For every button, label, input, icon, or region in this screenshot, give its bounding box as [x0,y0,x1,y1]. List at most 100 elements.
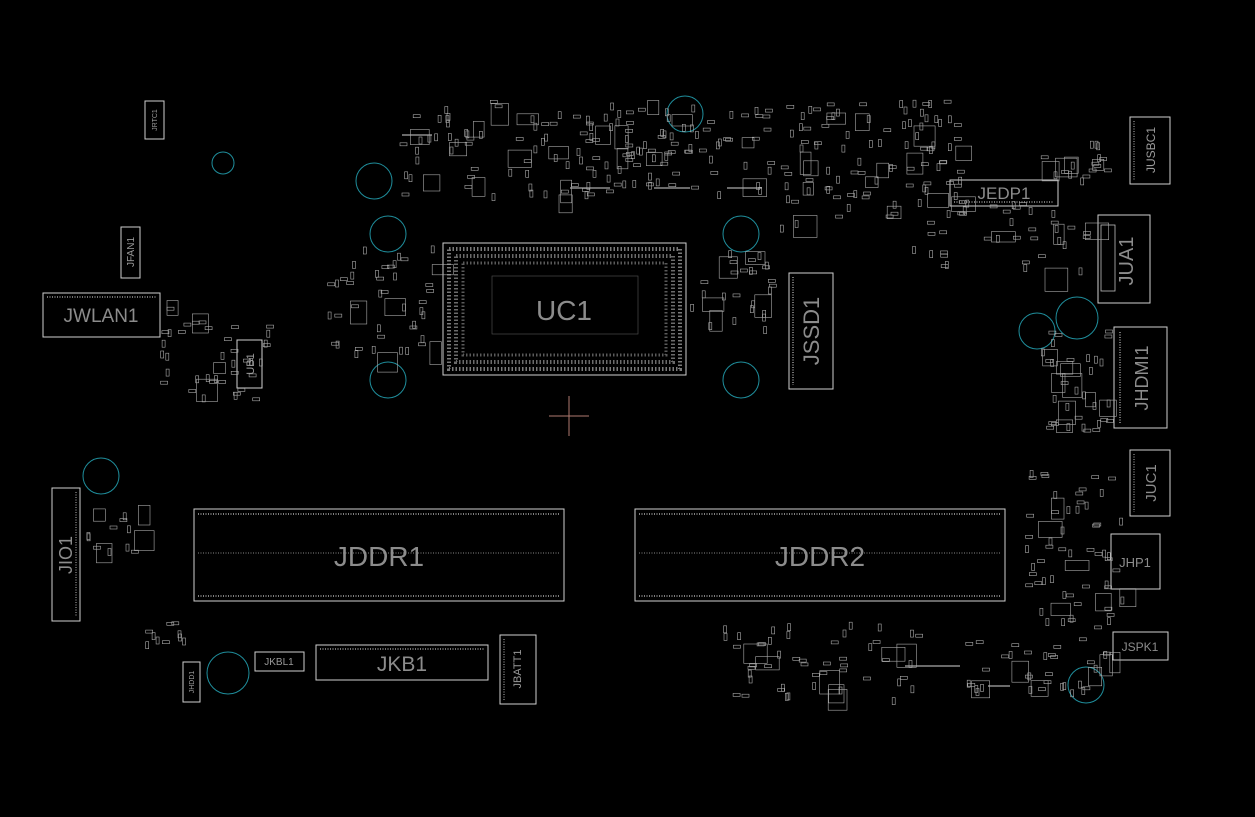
component-jrtc1[interactable]: JRTC1 [144,100,165,140]
smd-part [1043,680,1052,685]
smd-part [850,170,859,175]
smd-part [508,168,513,177]
smd-part [812,682,816,690]
component-jkb1[interactable]: JKB1 [315,644,489,681]
smd-part [1087,660,1095,665]
component-jspk1[interactable]: JSPK1 [1112,631,1169,661]
smd-part [1099,358,1104,367]
smd-part [995,235,1000,243]
smd-part [1099,399,1117,417]
jua1-label: JUA1 [1116,237,1138,286]
smd-part [1086,547,1095,552]
component-jssd1[interactable]: JSSD1 [788,272,834,390]
smd-part [956,169,965,174]
smd-part [1076,500,1085,505]
smd-part [434,133,438,142]
component-jhdmi1[interactable]: JHDMI1 [1113,326,1168,429]
component-jedp1[interactable]: JEDP1 [949,179,1059,207]
smd-part [664,153,669,161]
smd-part [749,663,757,668]
smd-part [1064,560,1090,571]
smd-part [669,132,674,141]
smd-part [1028,207,1033,215]
smd-part [155,636,160,645]
smd-part [695,131,699,139]
smd-part [1034,581,1043,586]
smd-part [924,114,929,123]
smd-part [813,107,821,112]
smd-part [840,663,849,668]
smd-part [565,161,570,169]
component-jio1[interactable]: JIO1 [51,487,81,622]
smd-part [863,191,871,196]
smd-part [768,286,772,295]
smd-part [96,543,113,564]
smd-part [1075,491,1084,496]
component-jwlan1[interactable]: JWLAN1 [42,292,161,338]
smd-part [975,688,980,696]
smd-part [902,121,906,129]
smd-part [248,373,257,378]
smd-part [954,183,962,188]
smd-part [882,658,890,662]
smd-part [625,158,634,162]
smd-part [1056,361,1074,375]
component-jua1[interactable]: JUA1 [1097,214,1151,304]
component-ub1[interactable]: UB1 [236,339,263,389]
component-jhp1[interactable]: JHP1 [1110,533,1161,590]
small-parts [86,99,1137,711]
component-jusbc1[interactable]: JUSBC1 [1129,116,1171,185]
smd-part [1103,651,1111,656]
smd-part [541,122,550,126]
smd-part [1070,689,1074,698]
smd-part [266,329,271,338]
smd-part [800,140,809,144]
smd-part [161,330,170,335]
smd-part [905,183,914,188]
smd-part [213,362,226,374]
jrtc1-label: JRTC1 [152,109,159,131]
smd-part [957,211,966,216]
component-jbatt1[interactable]: JBATT1 [499,634,537,705]
smd-part [418,136,423,145]
smd-part [340,277,348,282]
smd-part [929,146,933,154]
smd-part [762,265,770,270]
smd-part [557,111,562,119]
smd-part [672,171,681,176]
smd-part [1082,235,1091,239]
jssd1-label: JSSD1 [799,297,824,365]
smd-part [847,193,855,197]
component-jkbl1[interactable]: JKBL1 [254,651,305,672]
component-juc1[interactable]: JUC1 [1129,449,1171,517]
smd-part [1078,267,1083,276]
smd-part [721,292,726,301]
smd-part [160,350,164,359]
component-jhdd1[interactable]: JHDD1 [182,661,201,703]
smd-part [710,171,719,175]
smd-part [824,186,833,191]
component-jfan1[interactable]: JFAN1 [120,226,141,279]
smd-part [1026,513,1034,518]
smd-part [1073,602,1082,606]
smd-part [733,644,741,649]
smd-part [1028,227,1037,232]
component-uc1[interactable]: UC1 [442,242,687,376]
smd-part [1021,260,1030,265]
smd-part [1066,506,1071,514]
smd-part [800,112,805,120]
smd-part [848,621,853,630]
smd-part [93,508,106,522]
smd-part [1048,330,1057,335]
smd-part [1011,660,1029,683]
smd-part [757,252,762,260]
smd-part [151,632,156,640]
smd-part [1082,391,1086,400]
smd-part [939,230,948,235]
component-jddr2[interactable]: JDDR2 [634,508,1006,602]
smd-part [415,146,419,155]
component-jddr1[interactable]: JDDR1 [193,508,565,602]
smd-part [1105,329,1113,334]
smd-part [839,668,848,673]
smd-part [830,640,839,645]
